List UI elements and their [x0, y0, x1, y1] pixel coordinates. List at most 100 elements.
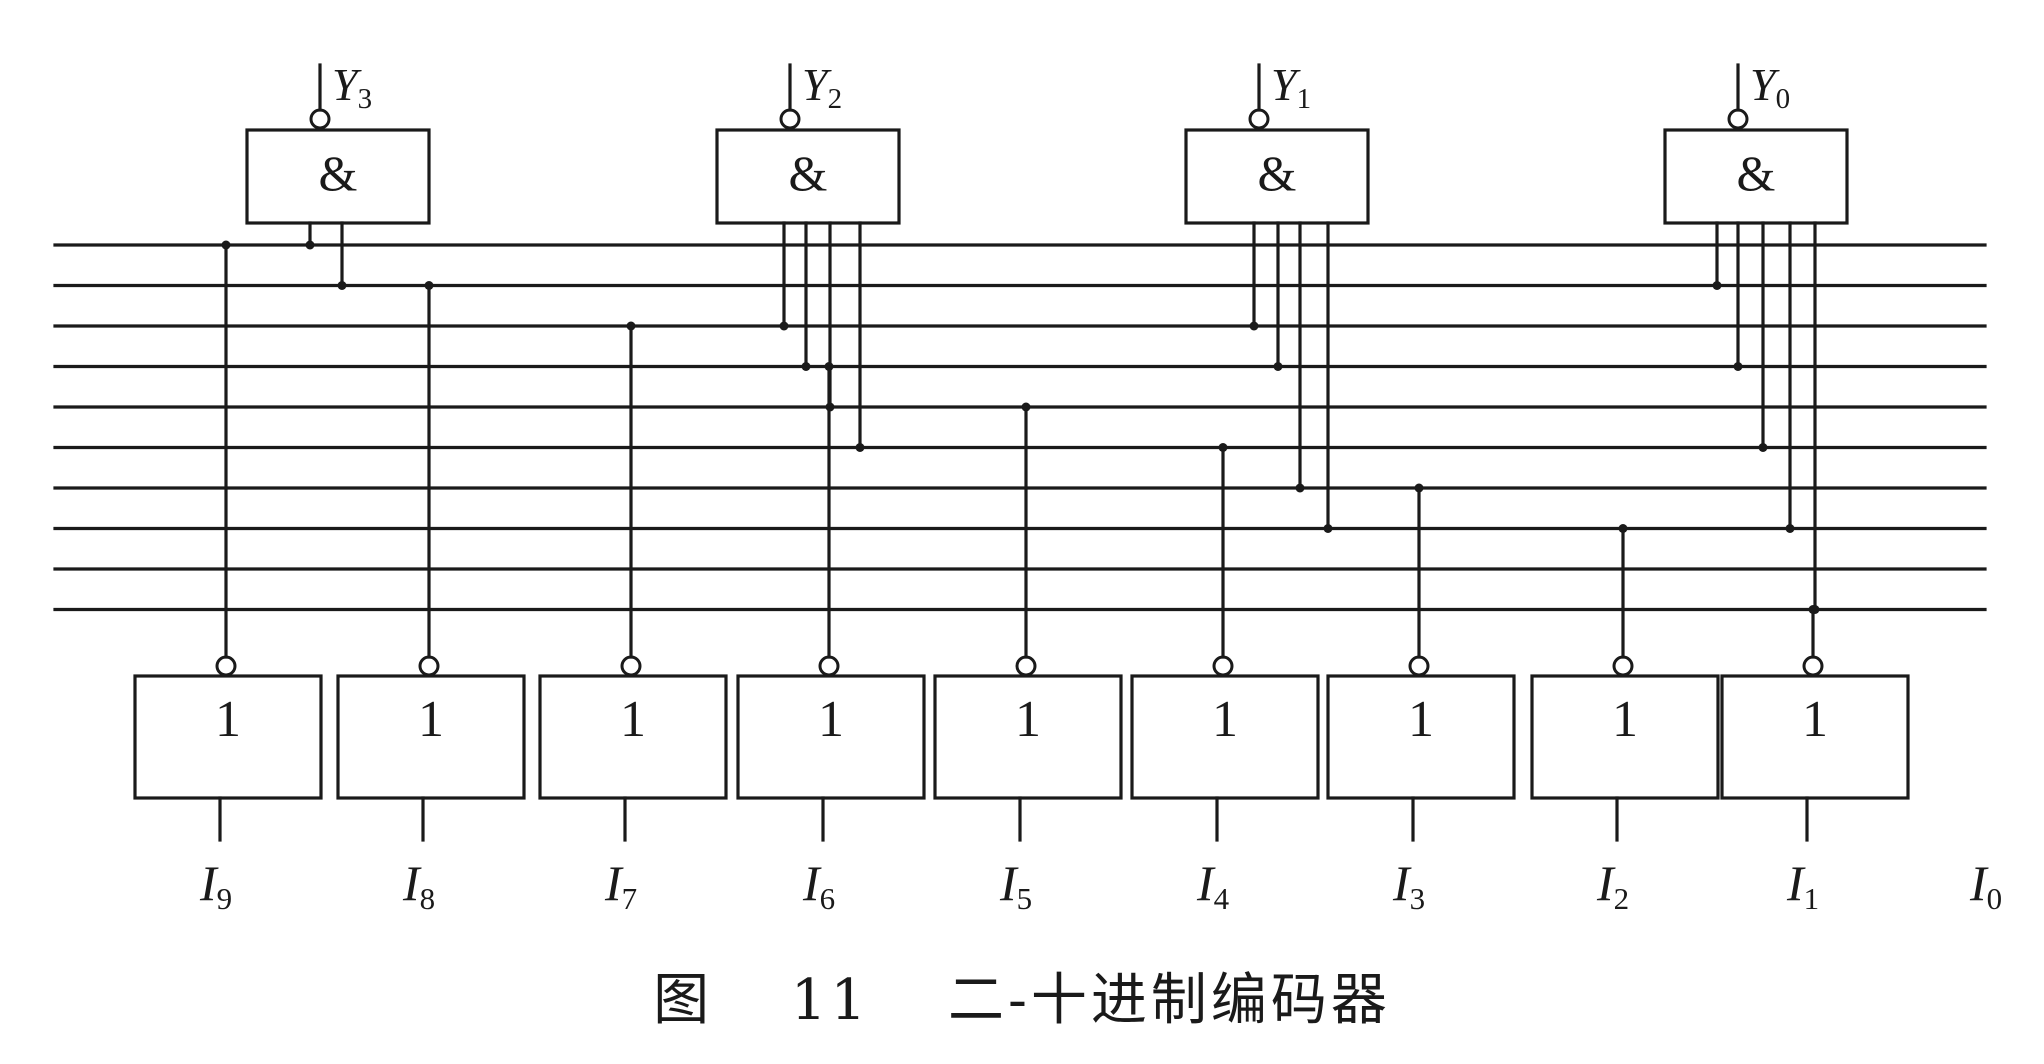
not-output-bubble-8 [1802, 655, 1824, 677]
and-output-bubble-3 [1727, 108, 1749, 130]
not-junction-dot-3 [824, 362, 834, 371]
not-junction-dot-4 [1021, 402, 1031, 412]
not-output-bubble-5 [1212, 655, 1234, 677]
not-junction-dot-1 [424, 281, 434, 290]
input-label-4-subscript: 5 [1017, 881, 1033, 916]
not-gate-4 [933, 674, 1123, 800]
junction-dot-3-0 [1712, 281, 1722, 290]
not-gate-8 [1720, 674, 1910, 800]
not-junction-dot-7 [1618, 524, 1628, 533]
input-label-i0: I0 [1969, 855, 2002, 916]
not-gate-0 [133, 674, 323, 800]
junction-dot-0-0 [305, 240, 315, 250]
figure-caption: 图 11 二-十进制编码器 [0, 955, 2044, 1036]
output-label-2: Y1 [1271, 59, 1311, 115]
and-gate-symbol-2: & [1258, 145, 1297, 201]
not-gate-symbol-6: 1 [1408, 691, 1434, 748]
output-label-2-letter: Y [1271, 59, 1301, 110]
not-gate-symbol-3: 1 [818, 691, 844, 748]
output-label-0-subscript: 3 [358, 83, 373, 115]
input-label-3: I6 [802, 855, 835, 916]
junction-dot-2-1 [1273, 362, 1283, 371]
junction-dot-3-2 [1758, 443, 1768, 452]
not-output-bubble-6 [1408, 655, 1430, 677]
output-label-1-letter: Y [802, 59, 832, 110]
not-junction-dot-2 [626, 321, 636, 331]
not-gate-3 [736, 674, 926, 800]
input-label-2-subscript: 7 [622, 881, 638, 916]
not-output-bubble-0 [215, 655, 237, 677]
and-gate-1 [715, 128, 901, 225]
junction-dot-2-3 [1323, 524, 1333, 533]
not-junction-dot-5 [1218, 443, 1228, 452]
not-gate-symbol-5: 1 [1212, 691, 1238, 748]
input-label-6: I3 [1392, 855, 1425, 916]
not-gate-symbol-2: 1 [620, 691, 646, 748]
input-label-4-letter: I [999, 855, 1019, 911]
not-gate-symbol-0: 1 [215, 691, 241, 748]
input-label-i0-subscript: 0 [1987, 881, 2003, 916]
and-gate-symbol-0: & [319, 145, 358, 201]
junction-dot-1-0 [779, 321, 789, 331]
output-label-3-subscript: 0 [1776, 83, 1791, 115]
input-label-i0-letter: I [1969, 855, 1989, 911]
input-label-2-letter: I [604, 855, 624, 911]
output-label-1: Y2 [802, 59, 842, 115]
input-label-1: I8 [402, 855, 435, 916]
caption-title: 二-十进制编码器 [947, 968, 1391, 1033]
output-label-0: Y3 [332, 59, 372, 115]
input-label-8: I1 [1786, 855, 1819, 916]
input-label-3-subscript: 6 [820, 881, 836, 916]
not-gate-symbol-1: 1 [418, 691, 444, 748]
input-label-7: I2 [1596, 855, 1629, 916]
and-gate-2 [1184, 128, 1370, 225]
not-gate-1 [336, 674, 526, 800]
output-label-1-subscript: 2 [828, 83, 843, 115]
and-output-bubble-2 [1248, 108, 1270, 130]
input-label-8-letter: I [1786, 855, 1806, 911]
and-gate-0 [245, 128, 431, 225]
not-output-bubble-2 [620, 655, 642, 677]
and-gate-3 [1663, 128, 1849, 225]
input-label-7-subscript: 2 [1614, 881, 1630, 916]
output-label-0-letter: Y [332, 59, 362, 110]
not-gate-7 [1530, 674, 1720, 800]
input-label-5-letter: I [1196, 855, 1216, 911]
input-label-2: I7 [604, 855, 637, 916]
and-gate-symbol-1: & [789, 145, 828, 201]
junction-dot-3-1 [1733, 362, 1743, 371]
not-output-bubble-3 [818, 655, 840, 677]
not-junction-dot-6 [1414, 483, 1424, 493]
not-gate-symbol-7: 1 [1612, 691, 1638, 748]
input-label-1-letter: I [402, 855, 422, 911]
caption-prefix: 图 [653, 968, 714, 1033]
not-junction-dot-8 [1808, 605, 1818, 614]
input-label-5: I4 [1196, 855, 1230, 916]
not-output-bubble-1 [418, 655, 440, 677]
not-gate-2 [538, 674, 728, 800]
input-label-3-letter: I [802, 855, 822, 911]
output-label-2-subscript: 1 [1297, 83, 1312, 115]
caption-number: 11 [790, 968, 871, 1033]
and-gate-symbol-3: & [1737, 145, 1776, 201]
not-gate-5 [1130, 674, 1320, 800]
input-label-6-letter: I [1392, 855, 1412, 911]
input-label-8-subscript: 1 [1804, 881, 1820, 916]
not-gate-symbol-4: 1 [1015, 691, 1041, 748]
output-label-3: Y0 [1750, 59, 1790, 115]
input-label-4: I5 [999, 855, 1032, 916]
junction-dot-3-3 [1785, 524, 1795, 533]
input-label-0-letter: I [199, 855, 219, 911]
junction-dot-1-3 [855, 443, 865, 452]
junction-dot-1-1 [801, 362, 811, 371]
junction-dot-2-2 [1295, 483, 1305, 493]
not-output-bubble-4 [1015, 655, 1037, 677]
input-label-7-letter: I [1596, 855, 1616, 911]
not-output-bubble-7 [1612, 655, 1634, 677]
junction-dot-0-1 [337, 281, 347, 290]
output-label-3-letter: Y [1750, 59, 1780, 110]
input-label-0: I9 [199, 855, 232, 916]
and-output-bubble-0 [309, 108, 331, 130]
